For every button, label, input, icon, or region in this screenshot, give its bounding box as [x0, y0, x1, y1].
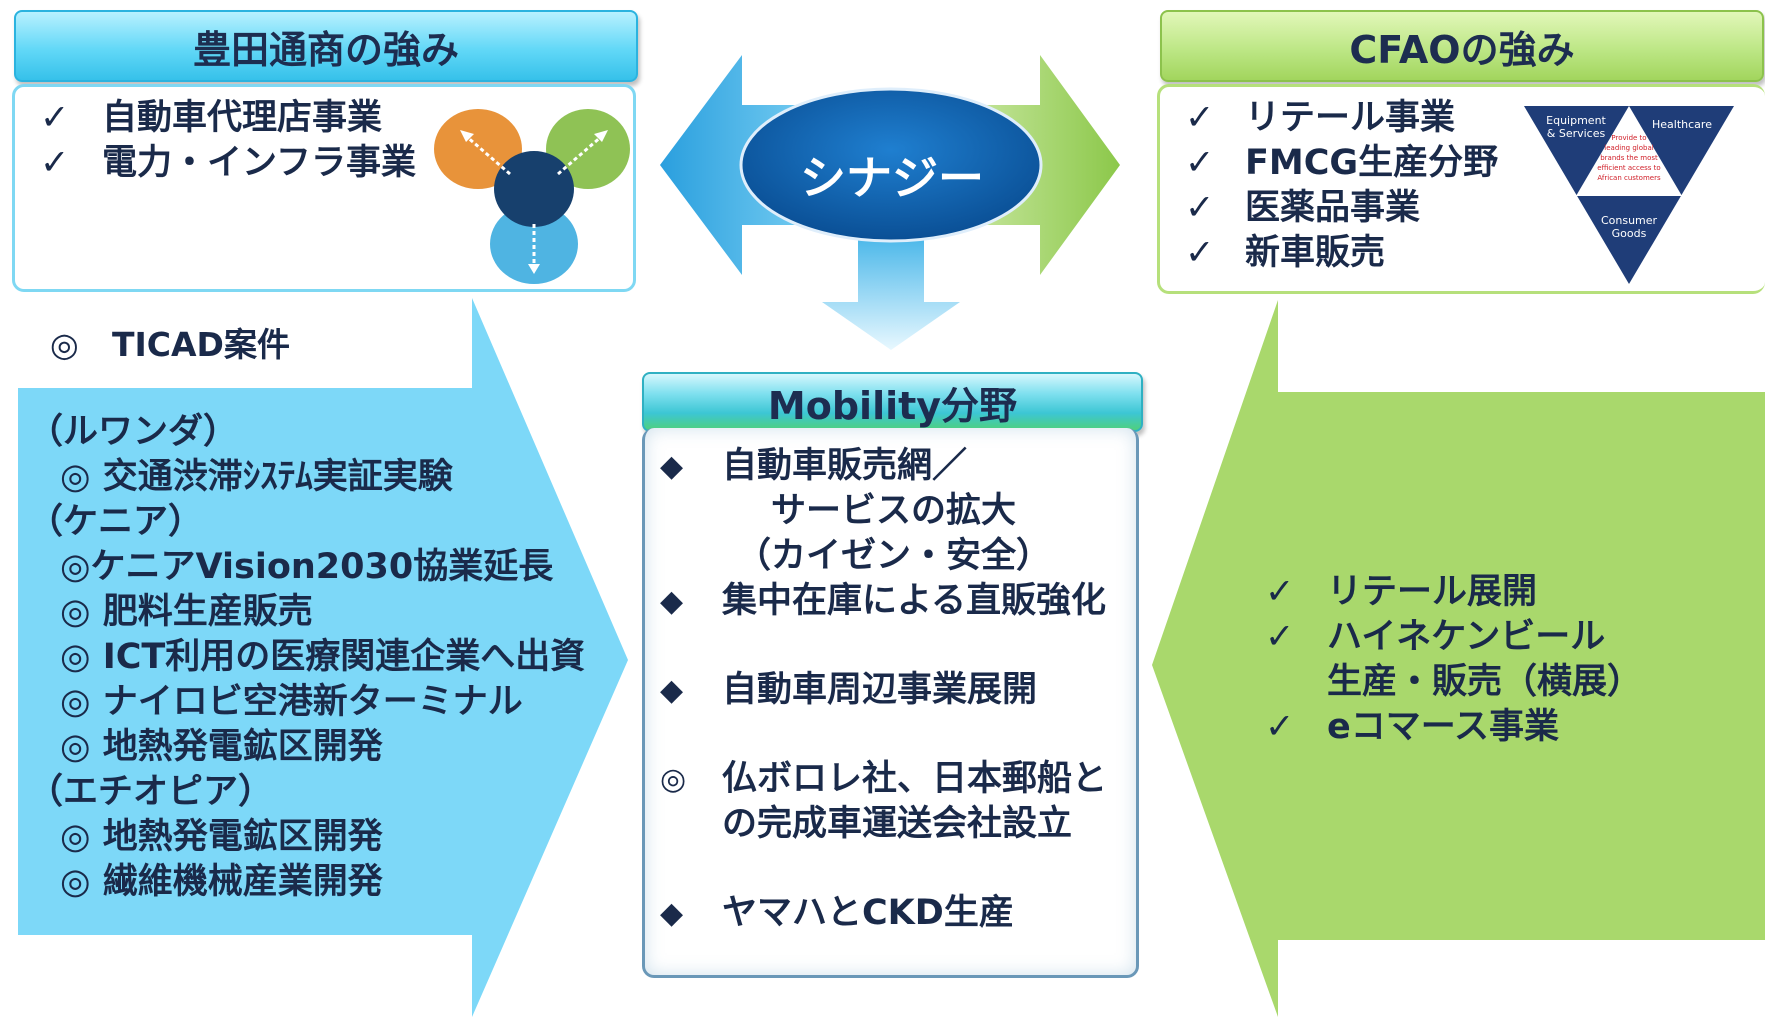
list-item: ◆ 自動車販売網／ サービスの拡大 （カイゼン・安全）	[660, 446, 1052, 576]
toyota-tsusho-strengths-title: 豊田通商の強み	[192, 27, 459, 72]
down-arrow	[822, 240, 960, 350]
cfao-expansion-list: ✓リテール展開 ✓ハイネケンビール生産・販売（横展） ✓eコマース事業	[1265, 570, 1642, 750]
list-item: ◎ 肥料生産販売	[60, 592, 313, 632]
blue-arrow	[18, 298, 628, 1017]
double-circle-icon: ◎	[50, 325, 79, 364]
list-item: ◎ 繊維機械産業開発	[60, 862, 383, 902]
check-icon: ✓	[1265, 617, 1295, 657]
diamond-bullet-icon: ◆	[660, 896, 684, 931]
triangle-center-line-5: African customers	[1597, 174, 1661, 182]
toyota-tsusho-strengths-header: 豊田通商の強み	[14, 10, 638, 82]
list-item: ✓リテール展開	[1265, 570, 1642, 615]
list-item: ◎ケニアVision2030協業延長	[60, 547, 554, 587]
check-icon: ✓	[1185, 143, 1215, 183]
triangle-label-consumer: Consumer	[1601, 214, 1658, 227]
list-item: ◎ 地熱発電鉱区開発	[60, 727, 383, 767]
diamond-bullet-icon: ◆	[660, 584, 684, 619]
mobility-box	[642, 428, 1139, 978]
list-item: ◎ 仏ボロレ社、日本郵船と の完成車運送会社設立	[660, 759, 1108, 844]
list-item: ◎ 地熱発電鉱区開発	[60, 817, 383, 857]
mobility-list: ◆ 自動車販売網／ サービスの拡大 （カイゼン・安全） ◆ 集中在庫による直販強…	[660, 444, 1130, 936]
ticad-project-list: （ルワンダ） ◎ 交通渋滞ｼｽﾃﾑ実証実験 （ケニア） ◎ケニアVision20…	[28, 410, 585, 905]
list-item: ◎ ICT利用の医療関連企業へ出資	[60, 637, 586, 677]
triangle-center-line-4: efficient access to	[1597, 164, 1660, 172]
cfao-strengths-title: CFAOの強み	[1349, 27, 1575, 72]
list-item: ◆ ヤマハとCKD生産	[660, 891, 1130, 936]
toyota-tsusho-strengths-list: ✓自動車代理店事業 ✓電力・インフラ事業	[40, 96, 416, 186]
triangle-center-line-1: Provide to	[1611, 134, 1646, 142]
list-item: ◎ ナイロビ空港新ターミナル	[60, 682, 523, 722]
check-icon: ✓	[1265, 707, 1295, 747]
list-item: ◆ 自動車周辺事業展開	[660, 668, 1130, 713]
list-item: ✓eコマース事業	[1265, 705, 1642, 750]
check-icon: ✓	[40, 143, 70, 183]
check-icon: ✓	[1265, 572, 1295, 612]
synergy-ellipse	[739, 87, 1043, 243]
ticad-label: ◎TICAD案件	[50, 325, 290, 364]
check-icon: ✓	[1185, 98, 1215, 138]
list-item: （エチオピア）	[28, 772, 274, 812]
list-item: ✓FMCG生産分野	[1185, 141, 1498, 186]
diamond-bullet-icon: ◆	[660, 449, 684, 484]
list-item: ✓自動車代理店事業	[40, 96, 416, 141]
check-icon: ✓	[1185, 233, 1215, 273]
list-item: ✓リテール事業	[1185, 96, 1498, 141]
list-item: ✓ハイネケンビール生産・販売（横展）	[1265, 617, 1643, 702]
check-icon: ✓	[40, 98, 70, 138]
double-circle-bullet-icon: ◎	[660, 762, 687, 797]
synergy-label: シナジー	[800, 151, 984, 205]
three-circle-hub-icon	[434, 109, 630, 284]
triangle-center-line-2: leading global	[1604, 144, 1653, 152]
cfao-strengths-header: CFAOの強み	[1160, 10, 1764, 82]
triangle-label-healthcare: Healthcare	[1652, 118, 1712, 131]
mobility-title: Mobility分野	[767, 383, 1018, 428]
triangle-diagram-icon: Equipment & Services Healthcare Consumer…	[1524, 106, 1734, 284]
green-arrow	[1152, 300, 1765, 1017]
list-item: （ケニア）	[28, 502, 204, 542]
cfao-strengths-list: ✓リテール事業 ✓FMCG生産分野 ✓医薬品事業 ✓新車販売	[1185, 96, 1498, 276]
list-item: ✓新車販売	[1185, 231, 1498, 276]
triangle-label-services: & Services	[1547, 127, 1606, 140]
list-item: ✓医薬品事業	[1185, 186, 1498, 231]
triangle-center-line-3: brands the most	[1600, 154, 1658, 162]
list-item: ✓電力・インフラ事業	[40, 141, 416, 186]
mobility-header: Mobility分野	[642, 372, 1143, 432]
check-icon: ✓	[1185, 188, 1215, 228]
triangle-label-goods: Goods	[1612, 227, 1647, 240]
diamond-bullet-icon: ◆	[660, 673, 684, 708]
list-item: ◆ 集中在庫による直販強化	[660, 579, 1130, 624]
triangle-label-equipment: Equipment	[1546, 114, 1606, 127]
list-item: （ルワンダ）	[28, 412, 239, 452]
list-item: ◎ 交通渋滞ｼｽﾃﾑ実証実験	[60, 457, 453, 497]
